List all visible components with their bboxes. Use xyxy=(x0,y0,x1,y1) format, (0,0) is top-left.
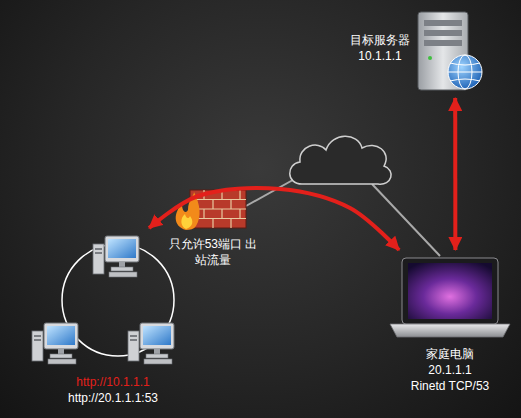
node-label: Rinetd TCP/53 xyxy=(383,378,517,394)
label-group: http://10.1.1.1http://20.1.1.1:53 xyxy=(18,374,208,406)
node-label: 10.1.1.1 xyxy=(345,48,415,64)
server-node: 目标服务器10.1.1.1 xyxy=(345,8,490,98)
node-label: 目标服务器 xyxy=(345,32,415,48)
home-pc-node: 家庭电脑20.1.1.1Rinetd TCP/53 xyxy=(383,250,517,400)
label-group: 目标服务器10.1.1.1 xyxy=(345,32,415,64)
node-label: http://20.1.1.1:53 xyxy=(18,390,208,406)
node-label: 只允许53端口 出站流量 xyxy=(168,236,258,268)
node-label: 20.1.1.1 xyxy=(383,362,517,378)
label-group: 只允许53端口 出站流量 xyxy=(168,236,258,268)
node-label: 家庭电脑 xyxy=(383,346,517,362)
lan-node: http://10.1.1.1http://20.1.1.1:53 xyxy=(18,228,208,410)
node-label: http://10.1.1.1 xyxy=(18,374,208,390)
connector-arrow xyxy=(453,98,457,250)
firewall-node: 只允许53端口 出站流量 xyxy=(165,182,261,278)
label-group: 家庭电脑20.1.1.1Rinetd TCP/53 xyxy=(383,346,517,394)
